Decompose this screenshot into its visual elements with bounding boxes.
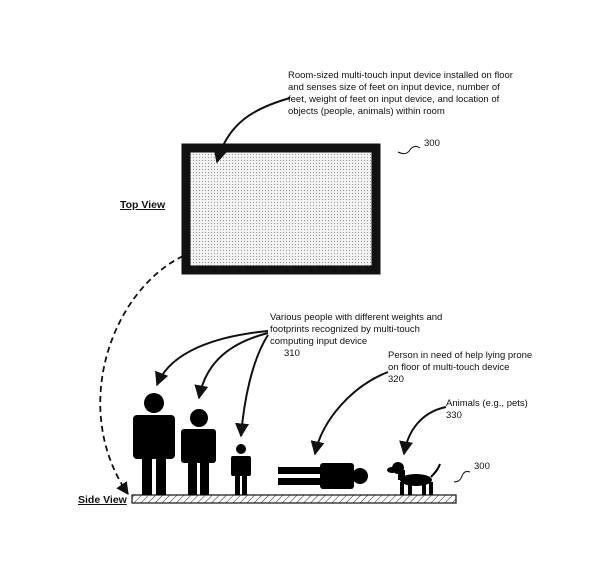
prone-caption-line: Person in need of help lying prone bbox=[388, 350, 533, 361]
ref-300-top: 300 bbox=[424, 138, 440, 149]
device-caption-line: feet, weight of feet on input device, an… bbox=[288, 94, 500, 105]
ref-300-side: 300 bbox=[474, 461, 490, 472]
prone-arrow bbox=[310, 371, 389, 456]
adult-figure bbox=[181, 409, 216, 495]
device-caption: Room-sized multi-touch input device inst… bbox=[288, 70, 513, 118]
child-figure bbox=[231, 444, 251, 495]
animals-ref: 330 bbox=[446, 410, 462, 421]
people-caption-line: Various people with different weights an… bbox=[270, 312, 443, 323]
device-caption-line: objects (people, animals) within room bbox=[288, 106, 445, 117]
device-top-view bbox=[181, 143, 381, 275]
ref-300-side-leader bbox=[453, 471, 471, 483]
prone-ref: 320 bbox=[388, 374, 404, 385]
device-caption-line: and senses size of feet on input device,… bbox=[288, 82, 500, 93]
ref-300-top-leader bbox=[397, 145, 421, 155]
people-caption-line: footprints recognized by multi-touch bbox=[270, 324, 420, 335]
side-view-label: Side View bbox=[78, 494, 127, 506]
adult-large-figure bbox=[133, 393, 175, 495]
animals-caption: Animals (e.g., pets) 330 bbox=[446, 398, 528, 422]
top-view-label: Top View bbox=[120, 199, 166, 211]
people-caption: Various people with different weights an… bbox=[270, 312, 442, 360]
device-caption-line: Room-sized multi-touch input device inst… bbox=[288, 70, 513, 81]
device-caption-arrow bbox=[213, 97, 291, 164]
people-arrow-child bbox=[235, 334, 269, 438]
top-to-side-dashed-connector bbox=[99, 255, 184, 496]
animals-caption-line: Animals (e.g., pets) bbox=[446, 398, 528, 409]
animals-arrow bbox=[399, 406, 447, 456]
people-ref: 310 bbox=[284, 348, 300, 359]
people-caption-line: computing input device bbox=[270, 336, 368, 347]
dog-figure bbox=[387, 462, 441, 495]
device-side-view bbox=[131, 494, 457, 504]
people-arrow-large-adult bbox=[155, 330, 269, 387]
people-arrow-adult bbox=[194, 332, 269, 400]
prone-caption-line: on floor of multi-touch device bbox=[388, 362, 510, 373]
prone-caption: Person in need of help lying prone on fl… bbox=[388, 350, 532, 386]
prone-person-figure bbox=[278, 463, 368, 489]
